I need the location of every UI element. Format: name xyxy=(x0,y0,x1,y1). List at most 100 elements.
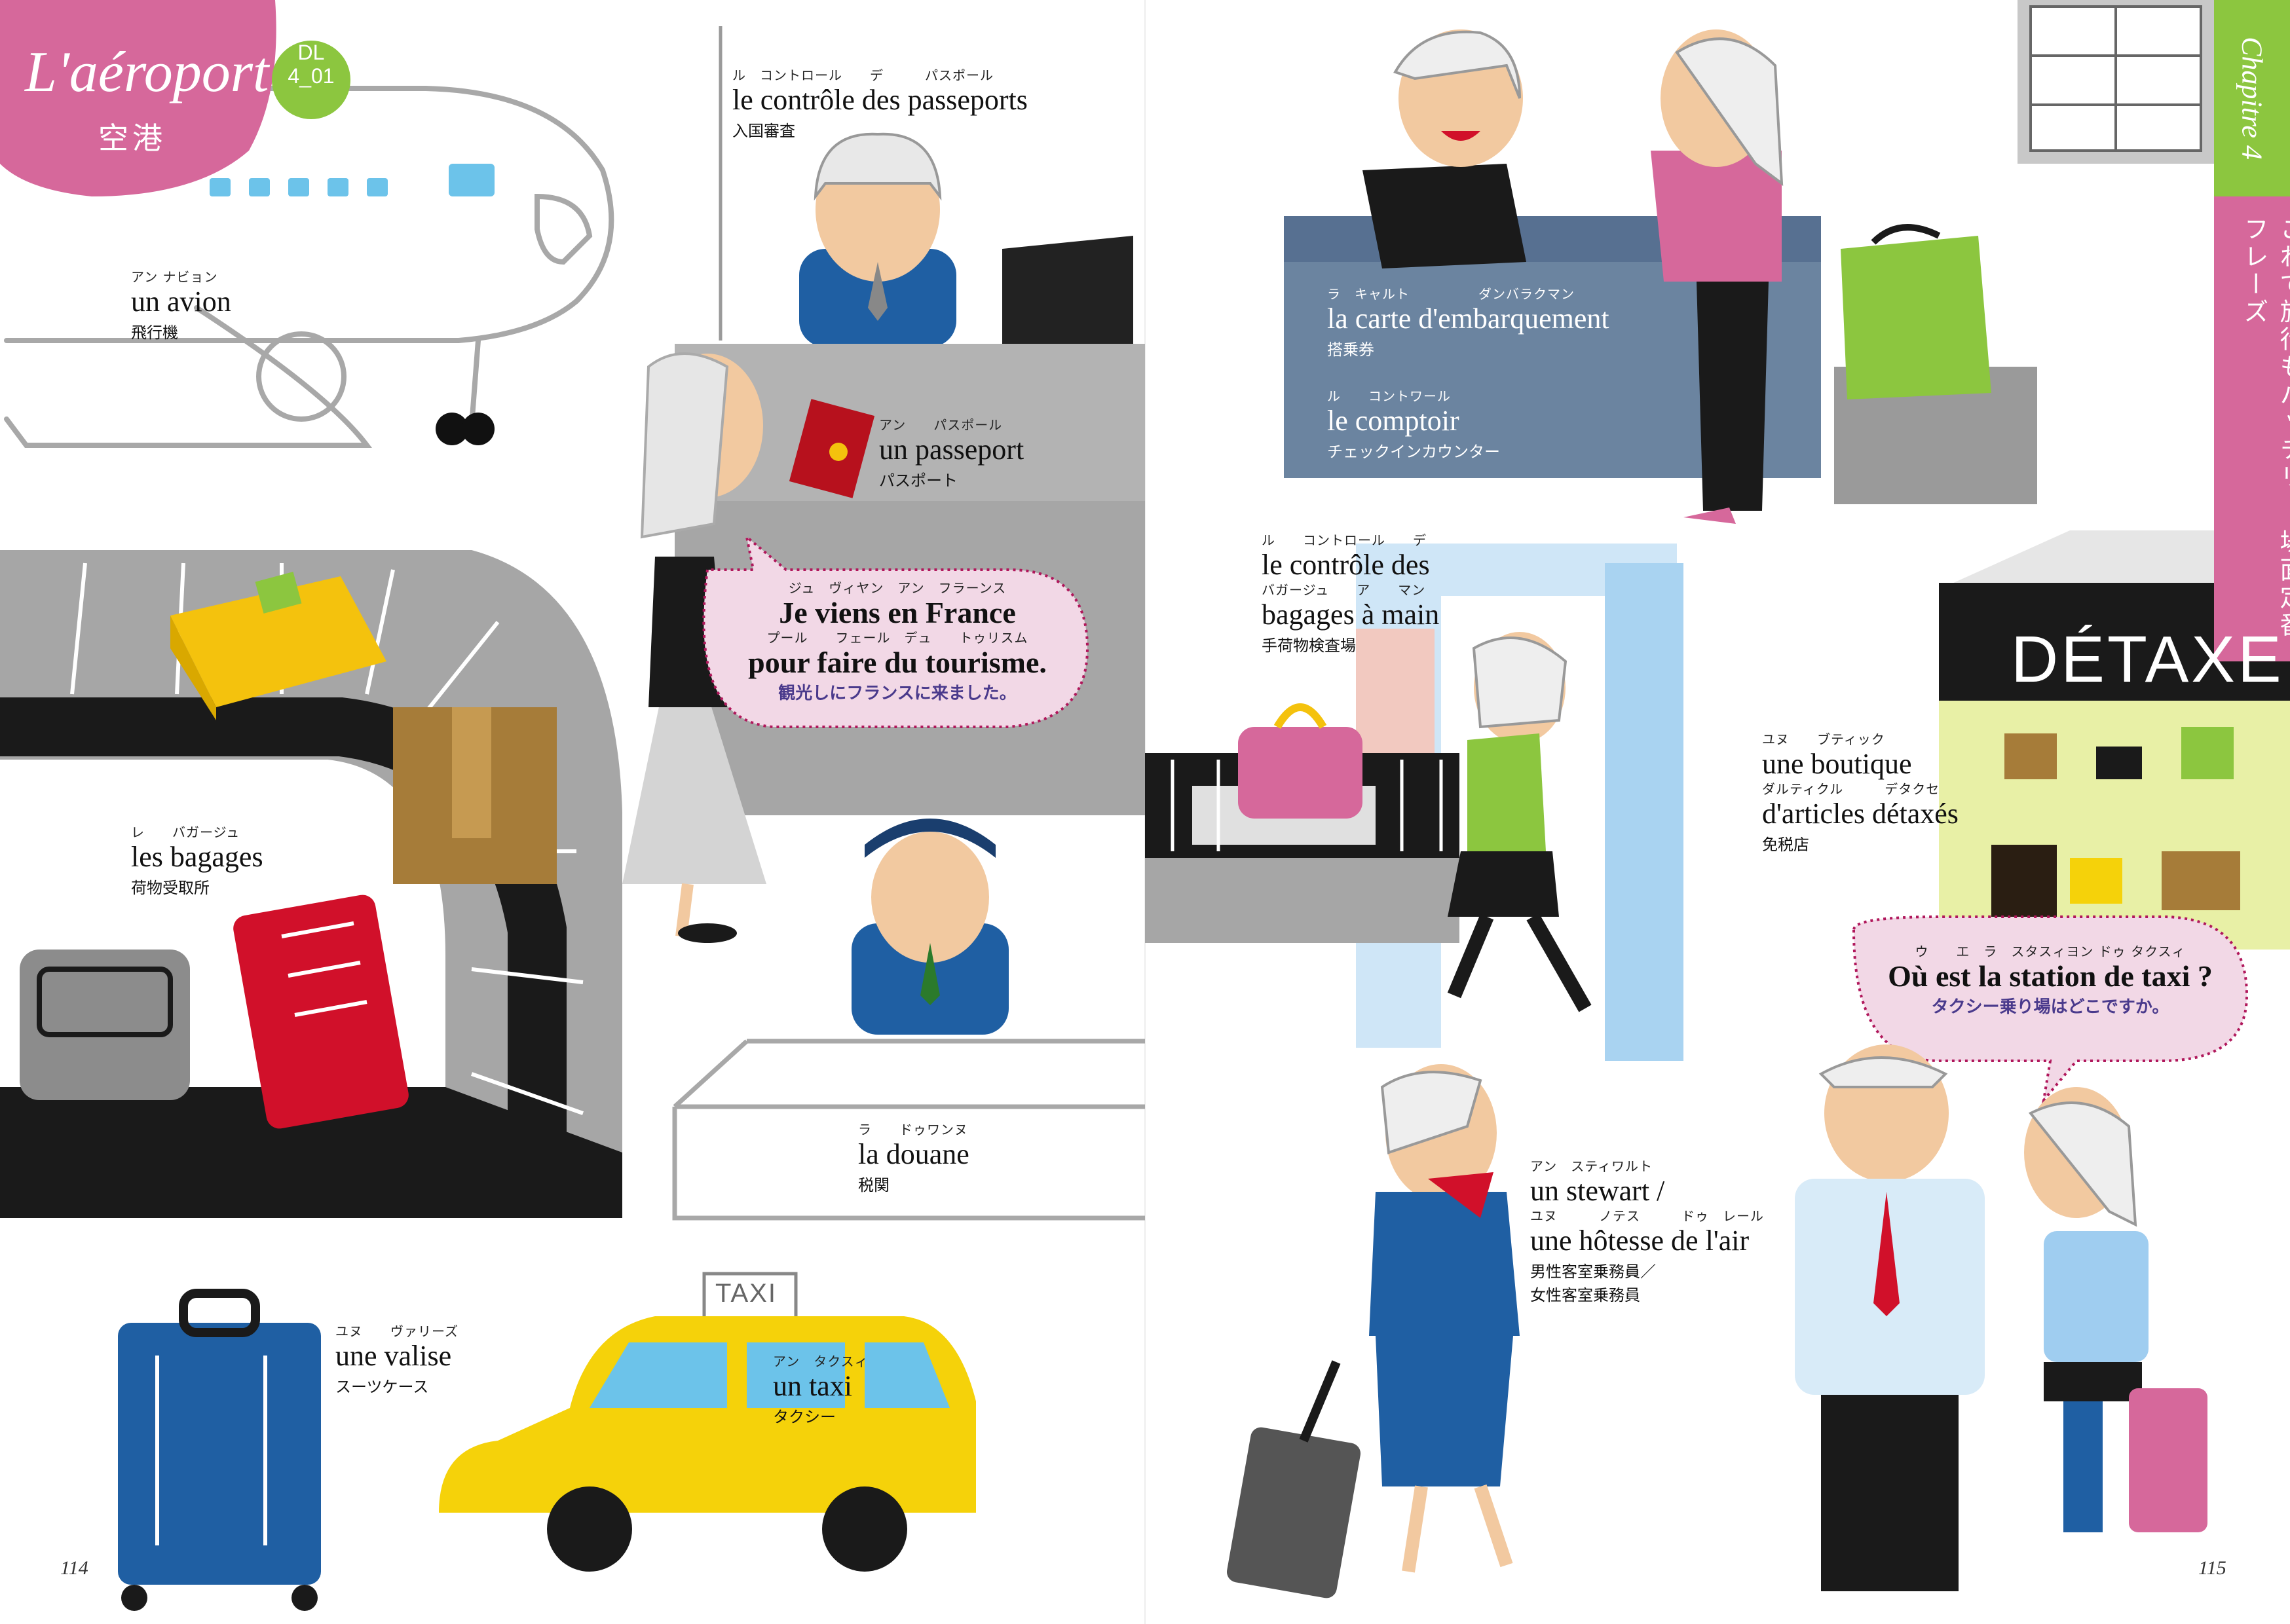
tourism-speech-bubble xyxy=(702,533,1089,728)
vocab-controle-passeports: ル コントロール デ パスポール le contrôle des passepo… xyxy=(732,67,1028,143)
bubble-french-line2: pour faire du tourisme. xyxy=(748,646,1047,679)
vocab-ruby: アン スティワルト xyxy=(1530,1158,1653,1174)
vocab-french: un avion xyxy=(131,286,231,318)
vocab-japanese: 男性客室乗務員／ xyxy=(1530,1263,1656,1281)
bubble-ruby: ジュ ヴィヤン アン フラーンス xyxy=(788,580,1007,596)
customs-counter xyxy=(672,1039,1145,1221)
vocab-ruby: アン パスポール xyxy=(879,417,1003,433)
walking-woman xyxy=(1447,632,1592,1012)
chapter-side-tab: Chapitre 4 これで旅行もバッチリ！ 場面定番フレーズ xyxy=(2214,0,2290,661)
page-number-left: 114 xyxy=(60,1557,88,1579)
vocab-japanese: タクシー xyxy=(773,1408,836,1426)
man-traveler xyxy=(1795,1044,1985,1591)
vocab-ruby: ル コントワール xyxy=(1327,388,1451,404)
bubble-french: Où est la station de taxi ? xyxy=(1888,959,2213,993)
page-title-japanese: 空港 xyxy=(98,120,166,156)
vocab-french: une valise xyxy=(335,1340,452,1372)
vocab-french: le comptoir xyxy=(1327,405,1459,437)
detaxe-sign: DÉTAXE xyxy=(2011,623,2284,696)
bubble-ruby-line2: プール フェール デュ トゥリスム xyxy=(766,630,1028,646)
page-number-right: 115 xyxy=(2198,1557,2226,1579)
bubble-japanese: 観光しにフランスに来ました。 xyxy=(778,684,1017,703)
vocab-ruby: ル コントロール デ xyxy=(1262,532,1427,548)
taxi-roof-sign: TAXI xyxy=(715,1279,777,1308)
vocab-japanese: チェックインカウンター xyxy=(1327,443,1500,461)
yellow-suitcase xyxy=(170,572,386,720)
vocab-french: une boutique xyxy=(1762,748,1912,780)
vocab-ruby: ラ キャルト ダンバラクマン xyxy=(1327,286,1575,302)
vocab-french: les bagages xyxy=(131,841,263,873)
download-badge: DL 4_01 xyxy=(272,41,350,119)
vocab-french-line2: bagages à main xyxy=(1262,599,1440,631)
vocab-ruby-line2: ユヌ ノテス ドゥ レール xyxy=(1530,1208,1764,1224)
vocab-ruby-line2: ダルティクル デタクセ xyxy=(1762,781,1940,797)
vocab-japanese: 搭乗券 xyxy=(1327,341,1374,359)
vocab-bagages: レ バガージュ les bagages 荷物受取所 xyxy=(131,824,263,900)
vocab-japanese: パスポート xyxy=(879,471,958,490)
traveler-woman xyxy=(622,352,875,943)
bubble-ruby: ウ エ ラ スタスィヨン ドゥ タクスィ xyxy=(1915,944,2186,959)
vocab-japanese: 入国審査 xyxy=(732,122,795,140)
vocab-french: le contrôle des passeports xyxy=(732,84,1028,116)
computer-monitor xyxy=(1002,236,1133,347)
vocab-boutique: ユヌ ブティック une boutique ダルティクル デタクセ d'arti… xyxy=(1762,731,1959,857)
vocab-ruby: アン ナビョン xyxy=(131,269,218,285)
vocab-japanese: 税関 xyxy=(858,1176,890,1194)
title-blob xyxy=(0,0,276,196)
green-suitcase xyxy=(1834,224,2037,504)
cardboard-box xyxy=(393,707,557,884)
airplane-illustration xyxy=(4,86,614,448)
vocab-french-line2: une hôtesse de l'air xyxy=(1530,1225,1750,1257)
vocab-japanese-line2: 女性客室乗務員 xyxy=(1530,1286,1640,1304)
checkin-clerk xyxy=(1362,29,1526,268)
download-badge-label: DL xyxy=(297,41,325,64)
red-suitcase xyxy=(233,895,409,1129)
vocab-japanese: 飛行機 xyxy=(131,323,178,342)
vocab-french: la douane xyxy=(858,1138,969,1170)
vocab-japanese: 荷物受取所 xyxy=(131,879,210,897)
vocab-french: un taxi xyxy=(773,1370,852,1402)
vocab-valise: ユヌ ヴァリーズ une valise スーツケース xyxy=(335,1323,459,1399)
customs-officer xyxy=(852,819,1009,1035)
passport-officer xyxy=(799,132,956,347)
vocab-stewart-hotesse: アン スティワルト un stewart / ユヌ ノテス ドゥ レール une… xyxy=(1530,1158,1764,1307)
vocab-controle-bagages: ル コントロール デ le contrôle des バガージュ ア マン ba… xyxy=(1262,532,1439,657)
vocab-ruby: ル コントロール デ パスポール xyxy=(732,67,994,83)
vocab-ruby: ユヌ ヴァリーズ xyxy=(335,1323,459,1339)
taxi-car xyxy=(439,1272,976,1572)
vocab-ruby: アン タクスィ xyxy=(773,1354,869,1369)
bubble-taxi-question: ウ エ ラ スタスィヨン ドゥ タクスィ Où est la station d… xyxy=(1860,943,2240,1019)
vocab-french: un passeport xyxy=(879,434,1024,466)
vocab-french: la carte d'embarquement xyxy=(1327,303,1609,335)
vocab-douane: ラ ドゥワンヌ la douane 税関 xyxy=(858,1121,969,1197)
vocab-comptoir: ル コントワール le comptoir チェックインカウンター xyxy=(1327,388,1500,464)
vocab-japanese: 手荷物検査場 xyxy=(1262,637,1356,655)
blue-suitcase xyxy=(118,1289,321,1611)
chapter-description: これで旅行もバッチリ！ 場面定番フレーズ xyxy=(2240,216,2290,640)
vocab-french: un stewart / xyxy=(1530,1175,1665,1207)
bubble-japanese: タクシー乗り場はどこですか。 xyxy=(1931,997,2169,1017)
pink-handbag xyxy=(1238,703,1362,819)
page-title: L'aéroport xyxy=(25,41,269,104)
taxi-speech-bubble xyxy=(1852,915,2249,1105)
flight-attendant xyxy=(1226,1064,1520,1598)
gray-suitcase xyxy=(20,950,190,1100)
vocab-ruby-line2: バガージュ ア マン xyxy=(1262,582,1426,598)
vocab-ruby: レ バガージュ xyxy=(131,824,240,840)
vocab-carte-embarquement: ラ キャルト ダンバラクマン la carte d'embarquement 搭… xyxy=(1327,286,1609,361)
checkin-traveler xyxy=(1651,29,1784,524)
woman-traveler xyxy=(2024,1087,2207,1532)
bubble-tourism: ジュ ヴィヤン アン フラーンス Je viens en France プール … xyxy=(714,580,1081,705)
vocab-ruby: ラ ドゥワンヌ xyxy=(858,1122,968,1137)
vocab-french: le contrôle des xyxy=(1262,549,1430,581)
vocab-french-line2: d'articles détaxés xyxy=(1762,798,1959,830)
download-badge-track: 4_01 xyxy=(288,64,335,88)
vocab-taxi: アン タクスィ un taxi タクシー xyxy=(773,1353,869,1429)
flight-board xyxy=(2018,0,2214,164)
vocab-ruby: ユヌ ブティック xyxy=(1762,731,1885,747)
chapter-label: Chapitre 4 xyxy=(2236,37,2268,160)
vocab-avion: アン ナビョン un avion 飛行機 xyxy=(131,268,231,344)
vocab-japanese: スーツケース xyxy=(335,1378,429,1396)
vocab-passeport: アン パスポール un passeport パスポート xyxy=(879,416,1024,492)
